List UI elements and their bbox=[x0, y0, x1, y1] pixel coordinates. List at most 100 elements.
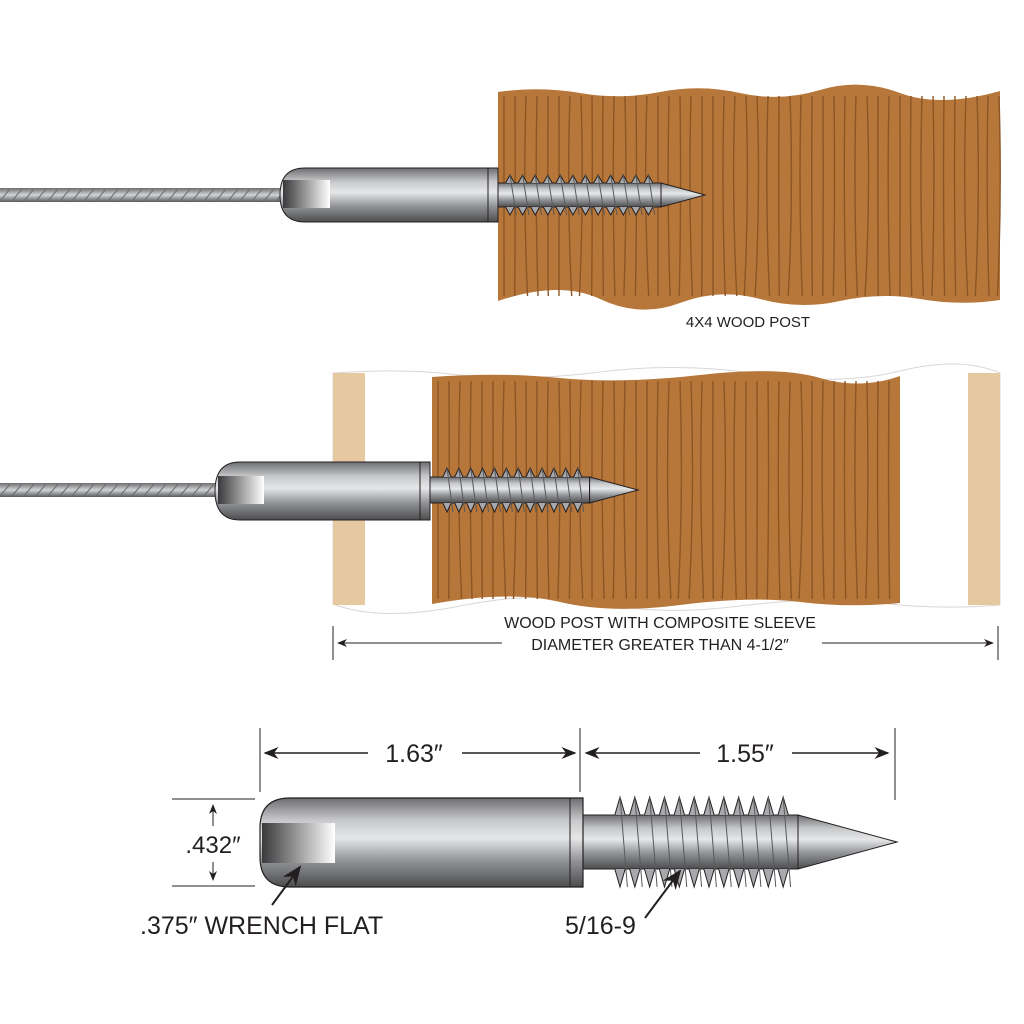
wrench-flat-leader bbox=[271, 865, 302, 906]
thread-helix bbox=[597, 174, 605, 216]
thread-helix bbox=[619, 796, 628, 888]
grain-line bbox=[666, 380, 672, 600]
grain-line bbox=[864, 95, 870, 297]
caption-composite-sleeve: WOOD POST WITH COMPOSITE SLEEVE bbox=[504, 615, 816, 632]
thread-helix bbox=[494, 467, 501, 513]
strand bbox=[203, 188, 215, 202]
strand bbox=[239, 188, 251, 202]
strand bbox=[155, 188, 167, 202]
screw-shank bbox=[574, 814, 799, 870]
thread bbox=[629, 795, 641, 889]
thread-helix bbox=[482, 467, 490, 513]
strand bbox=[35, 188, 47, 202]
thread bbox=[517, 173, 528, 217]
thread bbox=[630, 173, 641, 217]
thread-helix bbox=[577, 467, 585, 513]
thread bbox=[561, 466, 571, 514]
grain-line bbox=[953, 95, 957, 297]
thread bbox=[489, 466, 500, 514]
body-length-dimension: 1.63″ bbox=[385, 740, 443, 768]
grain-line bbox=[843, 380, 847, 600]
wrench-flat bbox=[262, 823, 335, 863]
thread-helix bbox=[693, 796, 703, 888]
strand bbox=[155, 483, 167, 497]
thread-helix bbox=[565, 467, 573, 513]
thread-helix bbox=[767, 796, 777, 888]
grain-line bbox=[700, 380, 705, 600]
strand bbox=[59, 483, 71, 497]
strand bbox=[203, 483, 215, 497]
grain-line bbox=[754, 95, 760, 297]
wrench-flat bbox=[283, 180, 330, 208]
wrench-flat-label: .375″ WRENCH FLAT bbox=[140, 912, 383, 940]
strand bbox=[11, 483, 23, 497]
grain-line bbox=[909, 95, 913, 297]
thread-helix bbox=[610, 174, 618, 216]
wood-post-4x4 bbox=[498, 84, 1000, 310]
thread bbox=[593, 173, 603, 217]
thread-spec-label: 5/16-9 bbox=[565, 912, 636, 940]
grain-line bbox=[766, 380, 770, 600]
caption-diameter: DIAMETER GREATER THAN 4-1/2″ bbox=[531, 637, 789, 654]
thread-spec-leader bbox=[644, 869, 682, 919]
strand bbox=[83, 188, 95, 202]
strand bbox=[23, 483, 35, 497]
thread-helix bbox=[649, 796, 658, 888]
grain-line bbox=[777, 380, 781, 600]
grain-line bbox=[963, 95, 969, 297]
strand bbox=[191, 188, 203, 202]
sleeve-wall-right bbox=[968, 373, 1000, 605]
strand bbox=[0, 188, 11, 202]
screw-tip bbox=[797, 814, 899, 870]
thread bbox=[718, 795, 730, 889]
strand bbox=[251, 188, 263, 202]
grain-line bbox=[974, 95, 980, 297]
strand bbox=[263, 188, 275, 202]
thread-helix bbox=[572, 174, 580, 216]
strand bbox=[167, 188, 179, 202]
thread-helix bbox=[708, 796, 717, 888]
thread-helix bbox=[534, 174, 542, 216]
strand bbox=[83, 483, 95, 497]
detail-drawing: 1.63″ 1.55″ .432″ .375″ WRENCH FLAT 5/16… bbox=[140, 728, 899, 940]
screw-tip bbox=[589, 476, 640, 504]
grain-line bbox=[688, 380, 694, 600]
strand bbox=[47, 188, 59, 202]
grain-line bbox=[787, 95, 793, 297]
fitting-body bbox=[279, 167, 499, 223]
thread-helix bbox=[753, 796, 762, 888]
thread-helix bbox=[634, 796, 643, 888]
strand bbox=[71, 483, 83, 497]
lag-screw bbox=[489, 173, 707, 217]
strand bbox=[179, 188, 191, 202]
thread-helix bbox=[622, 174, 631, 216]
grain-line bbox=[656, 380, 660, 600]
thread-helix bbox=[738, 796, 747, 888]
grain-line bbox=[722, 95, 726, 297]
grain-line bbox=[798, 380, 804, 600]
thread-helix bbox=[782, 796, 792, 888]
thread-helix bbox=[470, 467, 478, 513]
strand bbox=[167, 483, 179, 497]
strand bbox=[119, 188, 131, 202]
fitting-body bbox=[214, 461, 431, 521]
thread bbox=[555, 173, 566, 217]
thread-length-dimension: 1.55″ bbox=[716, 740, 774, 768]
thread-helix bbox=[547, 174, 555, 216]
cable-strands bbox=[0, 483, 227, 497]
grain-line bbox=[745, 380, 748, 600]
grain-line bbox=[821, 380, 825, 600]
thread-helix bbox=[723, 796, 732, 888]
strand bbox=[191, 483, 203, 497]
strand bbox=[107, 483, 119, 497]
grain-line bbox=[811, 95, 814, 297]
grain-line bbox=[677, 380, 683, 600]
lag-screw bbox=[424, 466, 640, 514]
wood-post bbox=[432, 371, 900, 609]
top-assembly: 4X4 WOOD POST bbox=[0, 84, 1001, 331]
strand bbox=[215, 188, 227, 202]
thread-helix bbox=[517, 467, 525, 513]
strand bbox=[71, 188, 83, 202]
screw-shank bbox=[424, 476, 591, 504]
strand bbox=[107, 188, 119, 202]
